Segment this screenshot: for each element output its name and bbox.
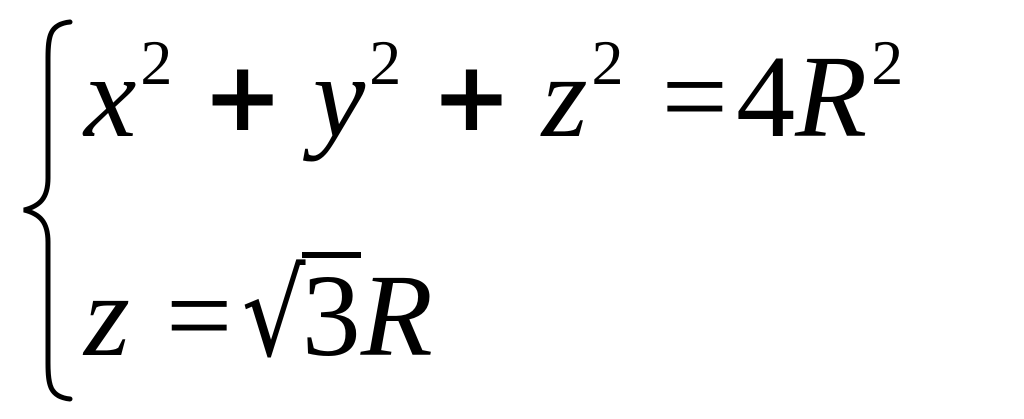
exponent-y: 2	[369, 27, 402, 98]
variable-R: R	[360, 250, 433, 381]
exponent-x: 2	[140, 27, 173, 98]
variable-y: y	[312, 31, 366, 162]
equation-plane: z=√3R	[84, 252, 433, 375]
equation-sphere: x2+y2+z2=4R2	[84, 31, 903, 162]
variable-z: z	[84, 250, 130, 381]
plus-operator: +	[431, 41, 512, 153]
left-brace	[23, 19, 73, 402]
radical-sign: √	[242, 245, 307, 383]
radicand: 3	[301, 250, 361, 381]
variable-x: x	[84, 31, 137, 162]
square-root: √3	[236, 245, 361, 383]
plus-operator: +	[202, 41, 283, 153]
coefficient: 4	[736, 31, 796, 162]
exponent-z: 2	[591, 27, 624, 98]
exponent-R: 2	[871, 27, 904, 98]
equals-sign: =	[165, 250, 233, 381]
equals-sign: =	[661, 31, 729, 162]
variable-R: R	[795, 31, 868, 162]
variable-z: z	[541, 31, 588, 162]
